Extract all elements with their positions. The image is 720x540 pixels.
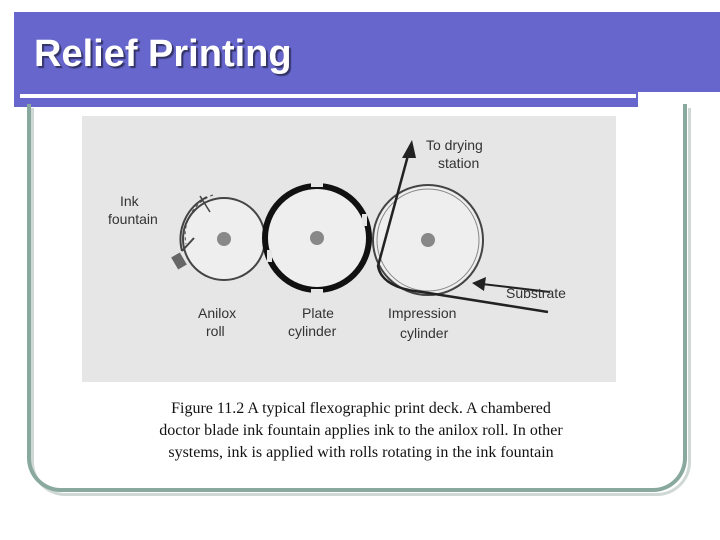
label-plate-1: Plate (302, 305, 334, 321)
title-bar (14, 12, 720, 107)
anilox-roll-axle (217, 232, 231, 246)
label-anilox-2: roll (206, 323, 225, 339)
content-frame (27, 104, 687, 492)
plate-gap-right (362, 214, 367, 226)
ink-fountain-pointer (199, 195, 211, 213)
impression-cylinder-axle (421, 233, 435, 247)
substrate-arrow-line (481, 283, 551, 293)
substrate-arrowhead (472, 277, 486, 291)
figure-caption: Figure 11.2 A typical flexographic print… (78, 398, 644, 464)
print-deck-diagram: To drying station Ink fountain Anilox ro… (82, 116, 616, 382)
label-to-drying-1: To drying (426, 137, 483, 153)
to-drying-arrowhead (402, 140, 416, 158)
label-substrate: Substrate (506, 285, 566, 301)
plate-gap-top (311, 182, 323, 187)
label-to-drying-2: station (438, 155, 479, 171)
caption-line: systems, ink is applied with rolls rotat… (168, 444, 554, 461)
plate-gap-bottom (311, 289, 323, 294)
label-impression-1: Impression (388, 305, 456, 321)
label-ink-1: Ink (120, 193, 140, 209)
label-anilox-1: Anilox (198, 305, 236, 321)
content-frame-shadow (31, 108, 691, 496)
ink-fountain-inner (184, 194, 214, 245)
label-impression-2: cylinder (400, 325, 449, 341)
caption-line: Figure 11.2 A typical flexographic print… (171, 400, 551, 417)
ink-fountain-chamber (179, 196, 208, 252)
caption-line: doctor blade ink fountain applies ink to… (159, 422, 563, 439)
impression-cylinder-rim (376, 188, 480, 292)
label-ink-2: fountain (108, 211, 158, 227)
title-underline (20, 94, 636, 98)
substrate-web (376, 147, 549, 314)
slide-title: Relief Printing (34, 33, 292, 75)
print-deck-svg: To drying station Ink fountain Anilox ro… (108, 137, 566, 341)
doctor-blade-bolt (171, 252, 187, 270)
plate-cylinder-axle (310, 231, 324, 245)
plate-gap-left (267, 250, 272, 262)
doctor-blade (181, 237, 195, 252)
label-plate-2: cylinder (288, 323, 337, 339)
